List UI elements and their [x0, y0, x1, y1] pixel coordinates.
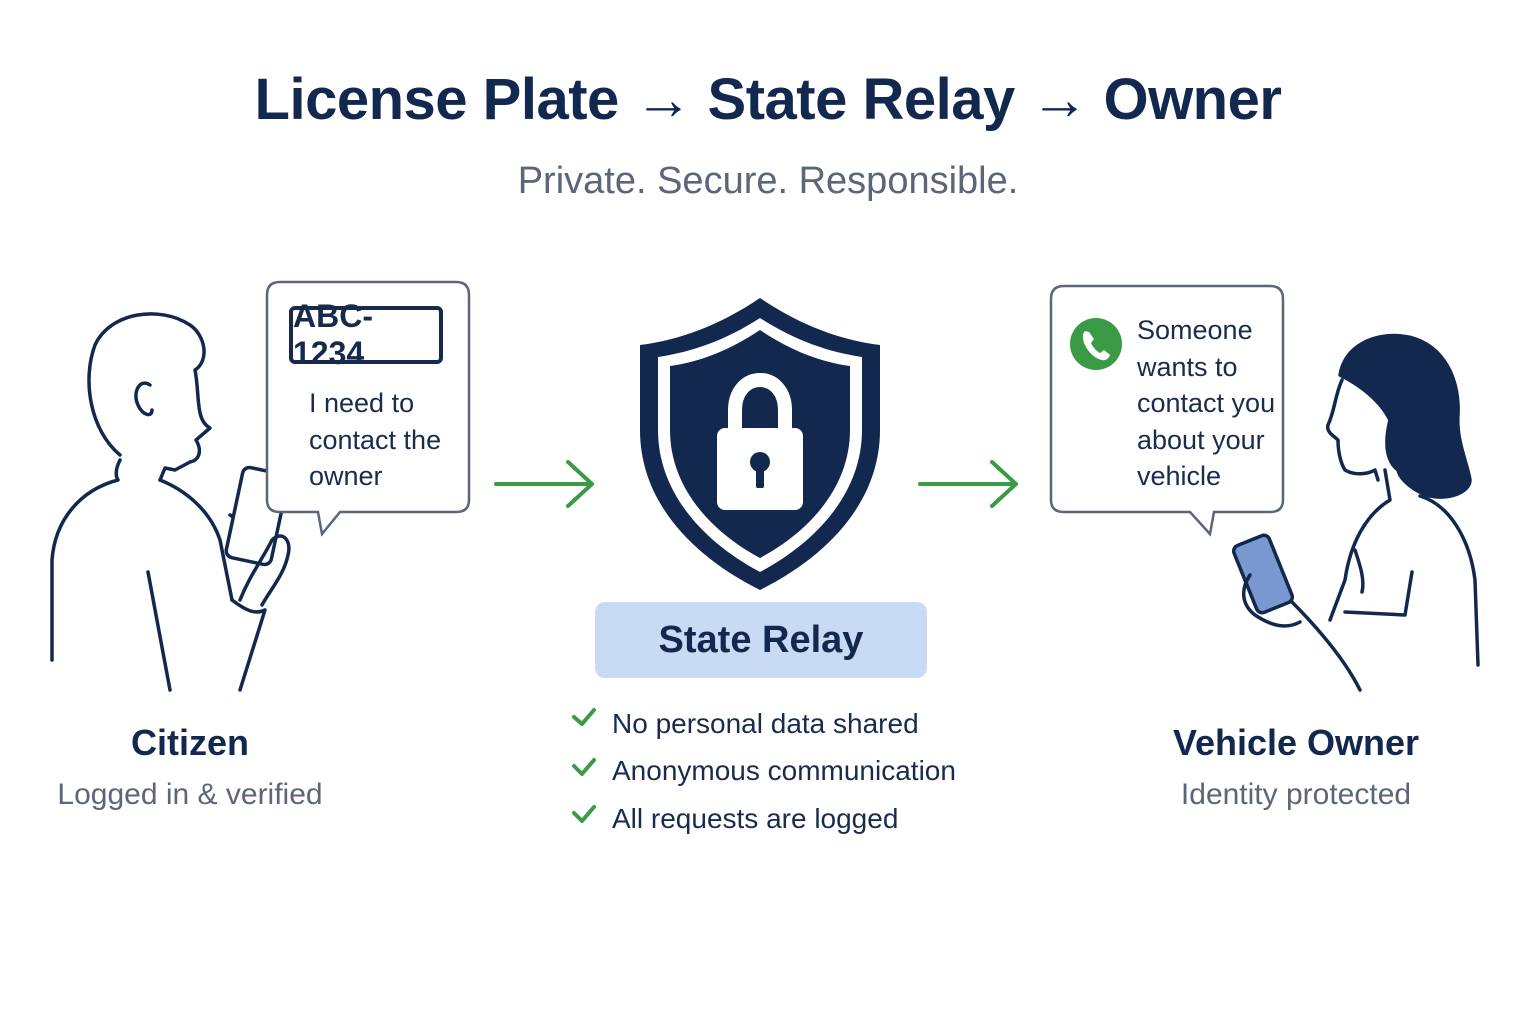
check-icon-3 [572, 805, 596, 823]
page-subtitle: Private. Secure. Responsible. [517, 160, 1019, 202]
relay-feature-list: No personal data shared Anonymous commun… [568, 700, 956, 843]
phone-call-icon [1070, 318, 1122, 370]
owner-message-line: Someone [1137, 315, 1253, 345]
citizen-speech-bubble [265, 280, 471, 537]
state-relay-label: State Relay [595, 602, 927, 678]
check-icon-2 [572, 758, 596, 776]
feature-item: All requests are logged [568, 795, 956, 843]
citizen-status: Logged in & verified [57, 778, 323, 811]
owner-label: Vehicle Owner [1172, 722, 1420, 763]
feature-text: No personal data shared [612, 707, 919, 739]
owner-message-line: about your [1137, 424, 1265, 455]
owner-message-line: vehicle [1137, 461, 1222, 491]
citizen-message-line: contact the [309, 424, 442, 455]
citizen-message-line: owner [309, 461, 383, 491]
citizen-figure [50, 312, 291, 692]
arrow-head-1 [566, 460, 594, 508]
feature-text: All requests are logged [612, 802, 899, 834]
citizen-message: I need to contact the owner [309, 385, 441, 495]
shield-lock-icon [640, 298, 880, 590]
owner-message: Someone wants to contact you about your … [1137, 312, 1275, 495]
citizen-label: Citizen [130, 722, 249, 763]
owner-message-line: wants to [1137, 351, 1238, 382]
owner-message-line: contact you [1137, 388, 1276, 418]
owner-status: Identity protected [1180, 778, 1412, 811]
feature-text: Anonymous communication [612, 755, 956, 787]
citizen-message-line: I need to [309, 388, 415, 418]
arrow-head-2 [990, 460, 1018, 508]
feature-item: No personal data shared [568, 700, 956, 748]
owner-figure [1231, 333, 1480, 692]
check-icon-1 [572, 708, 596, 726]
feature-item: Anonymous communication [568, 748, 956, 796]
feature-check-marks [572, 708, 596, 823]
page-title: License Plate → State Relay → Owner [254, 67, 1282, 132]
license-plate: ABC-1234 [289, 298, 443, 371]
